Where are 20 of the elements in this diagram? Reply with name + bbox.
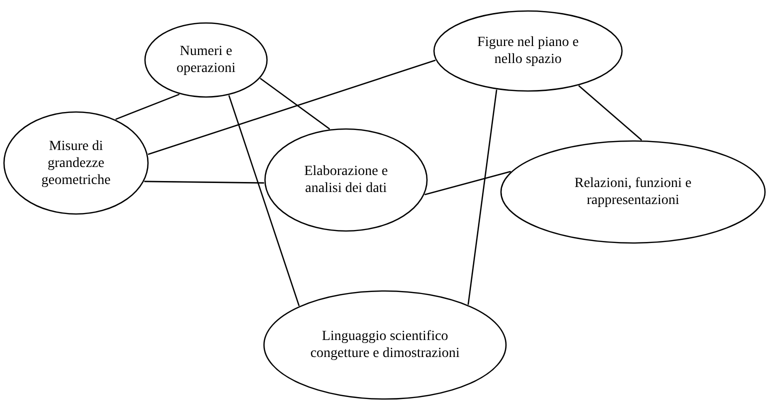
topic-ellipse [264,128,428,232]
topic-label: Elaborazione e analisi dei dati [303,163,389,197]
topic-ellipse [500,140,766,244]
connector-line [144,180,264,184]
topic-label: Figure nel piano e nello spazio [476,34,580,68]
topic-label: Linguaggio scientifico congetture e dimostrazioni [309,328,461,362]
topic-ellipse [3,111,149,215]
connector-line [578,85,642,141]
topic-ellipse [433,10,623,92]
connector-line [468,90,498,305]
connector-line [148,60,436,156]
topic-label: Numeri e operazioni [175,43,237,77]
connector-line [260,78,330,130]
connector-line [424,170,511,196]
topic-ellipse [144,22,268,98]
topic-ellipse [263,290,507,400]
topic-label: Misure di grandezze geometriche [40,138,112,188]
connector-line [115,94,180,120]
topic-label: Relazioni, funzioni e rappresentazioni [573,175,693,209]
connector-line [228,95,300,306]
